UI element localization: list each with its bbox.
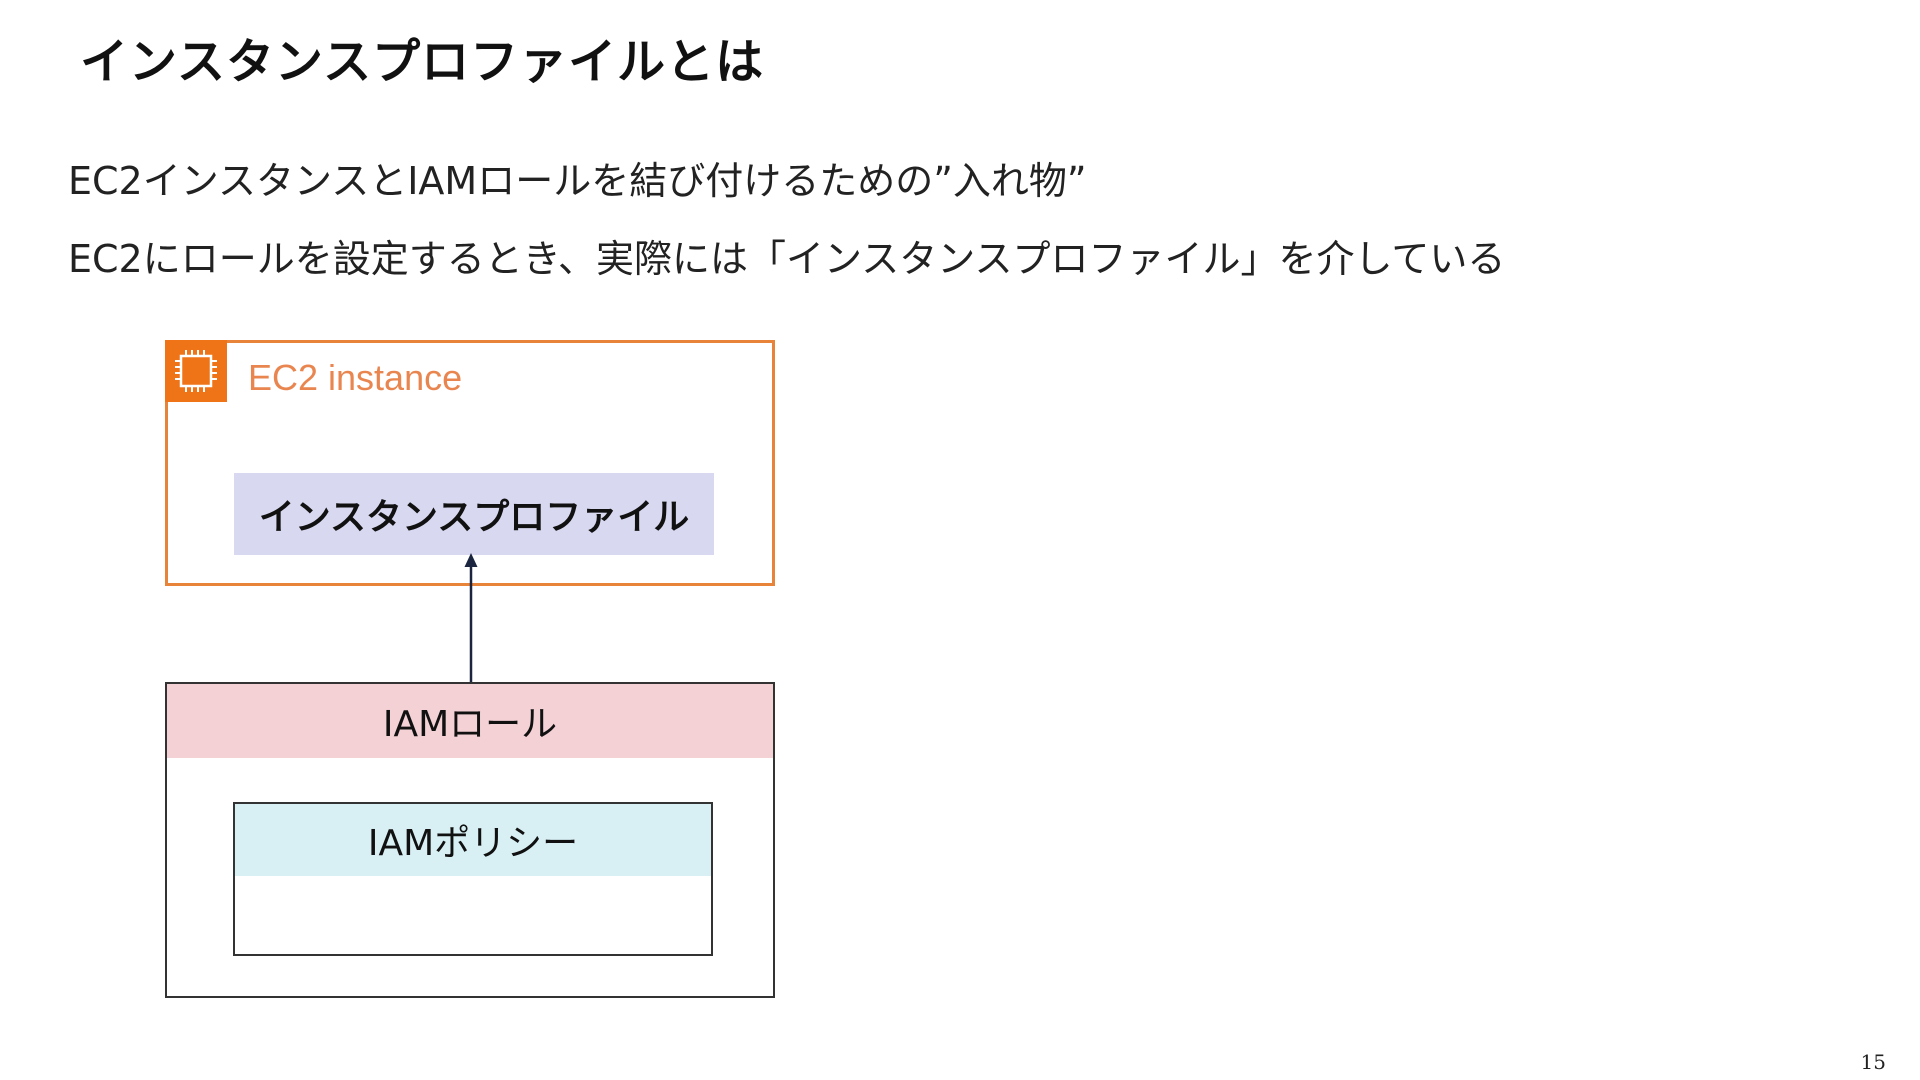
iam-policy-container: IAMポリシー bbox=[233, 802, 713, 956]
ec2-chip-icon bbox=[165, 340, 227, 402]
iam-policy-header: IAMポリシー bbox=[235, 804, 711, 876]
ec2-instance-label: EC2 instance bbox=[248, 357, 463, 398]
iam-role-container: IAMロール IAMポリシー bbox=[165, 682, 775, 998]
page-number: 15 bbox=[1860, 1050, 1886, 1074]
iam-role-label: IAMロール bbox=[382, 704, 558, 745]
attach-arrow bbox=[464, 553, 478, 686]
slide-title: インスタンスプロファイルとは bbox=[80, 34, 765, 90]
instance-profile-label: インスタンスプロファイル bbox=[258, 497, 690, 538]
ec2-instance-container: EC2 instance インスタンスプロファイル bbox=[165, 340, 775, 586]
instance-profile-box: インスタンスプロファイル bbox=[234, 473, 714, 555]
description-line-2: EC2にロールを設定するとき、実際には「インスタンスプロファイル」を介している bbox=[68, 237, 1506, 281]
iam-role-header: IAMロール bbox=[167, 684, 773, 758]
iam-policy-label: IAMポリシー bbox=[367, 823, 579, 864]
description-line-1: EC2インスタンスとIAMロールを結び付けるための”入れ物” bbox=[68, 159, 1087, 203]
